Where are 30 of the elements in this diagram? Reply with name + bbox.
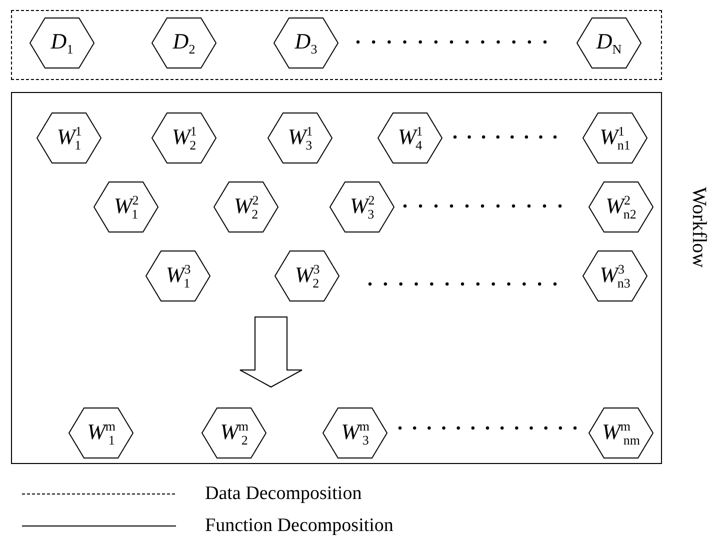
node-label: D$_{1}$ (50, 30, 74, 56)
node-label: D$_{N}$ (595, 30, 623, 56)
hexagon-node (273, 17, 339, 69)
container-box (11, 92, 662, 464)
hexagon-node (582, 112, 648, 164)
node-label: D$_{2}$ (172, 30, 196, 56)
legend-label: Function Decomposition (205, 516, 394, 535)
hexagon-node (329, 181, 395, 233)
hexagon-node (213, 181, 279, 233)
hexagon-node (201, 407, 267, 459)
hexagon-node (582, 250, 648, 302)
block-arrow (240, 316, 302, 388)
hexagon-node (145, 250, 211, 302)
hexagon-node (588, 407, 654, 459)
hexagon-node (274, 250, 340, 302)
hexagon-node (377, 112, 443, 164)
hexagon-node (29, 17, 95, 69)
hexagon-node (322, 407, 388, 459)
node-label: D$_{3}$ (294, 30, 318, 56)
side-label: Workflow (687, 187, 710, 268)
hexagon-node (151, 112, 217, 164)
legend-label: Data Decomposition (205, 484, 362, 503)
hexagon-node (267, 112, 333, 164)
hexagon-node (68, 407, 134, 459)
dashed-container-box (11, 10, 662, 80)
hexagon-node (576, 17, 642, 69)
hexagon-node (36, 112, 102, 164)
hexagon-node (151, 17, 217, 69)
hexagon-node (93, 181, 159, 233)
hexagon-node (588, 181, 654, 233)
